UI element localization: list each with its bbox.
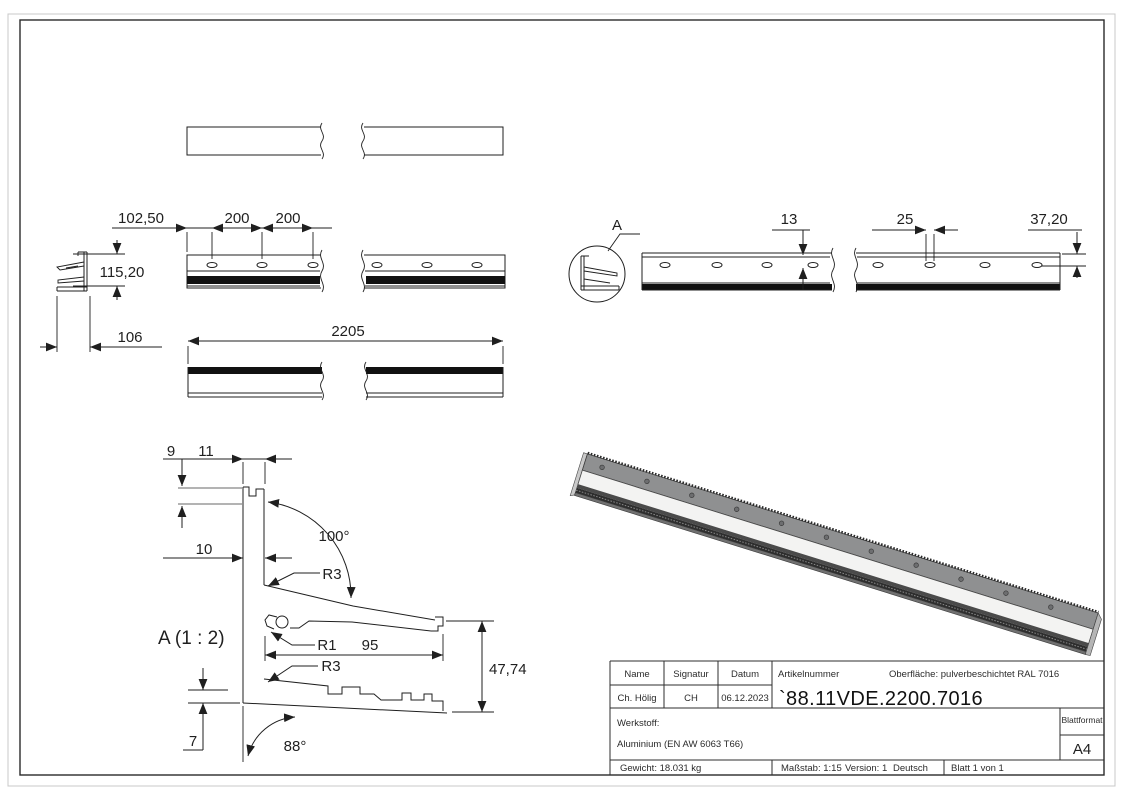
height-dimension: 115,20 (73, 240, 144, 300)
depth-dimension: 106 (40, 296, 162, 352)
front-view-dimensions: 102,50 200 200 (112, 210, 332, 259)
slot-length-dimension: 25 (872, 211, 958, 261)
weight-value: Gewicht: 18.031 kg (620, 763, 701, 774)
drawing-date: 06.12.2023 (721, 693, 769, 704)
dim-slot-length: 25 (897, 211, 914, 228)
detail-circle-label: A (612, 217, 622, 234)
dim-base-thickness: 7 (189, 733, 197, 750)
dim-lip-offset: 9 (167, 443, 175, 460)
surface-finish: Oberfläche: pulverbeschichtet RAL 7016 (889, 669, 1059, 680)
render-3d (569, 451, 1102, 656)
detail-view: 9 11 10 100° R3 A (1 : 2) R1 95 R3 47,74… (158, 443, 527, 762)
dim-radius-upper: R3 (322, 566, 341, 583)
language-value: Deutsch (893, 763, 928, 774)
end-view (56, 251, 88, 292)
title-block: Name Signatur Datum Ch. Hölig CH 06.12.2… (609, 660, 1104, 775)
article-label: Artikelnummer (778, 669, 839, 680)
material-value: Aluminium (EN AW 6063 T66) (617, 739, 743, 750)
bottom-view (187, 361, 504, 401)
dim-angle-base: 88° (284, 738, 307, 755)
slot-edge-dimension: 13 (772, 211, 810, 290)
top-view (186, 122, 504, 160)
version-value: Version: 1 (845, 763, 887, 774)
name-label: Name (624, 669, 649, 680)
slot-view (641, 247, 1061, 293)
article-number: `88.11VDE.2200.7016 (779, 688, 983, 710)
date-label: Datum (731, 669, 759, 680)
dim-pitch-a: 200 (224, 210, 249, 227)
dim-total-length: 2205 (331, 323, 364, 340)
signature-label: Signatur (673, 669, 708, 680)
length-dimension: 2205 (187, 323, 504, 364)
dim-arm-height: 47,74 (489, 661, 527, 678)
sheet-frame (7, 13, 1116, 787)
author-signature: CH (684, 693, 698, 704)
hole-end-dimension: 37,20 (1028, 211, 1086, 278)
dim-slot-edge: 13 (781, 211, 798, 228)
dim-pitch-b: 200 (275, 210, 300, 227)
front-view (186, 249, 506, 293)
author-name: Ch. Hölig (617, 693, 656, 704)
detail-circle: A (568, 217, 640, 303)
dim-wall-top: 11 (198, 443, 214, 460)
scale-value: Maßstab: 1:15 (781, 763, 842, 774)
dim-offset-left: 102,50 (118, 210, 164, 227)
dim-hole-end: 37,20 (1030, 211, 1068, 228)
material-label: Werkstoff: (617, 718, 659, 729)
dim-height: 115,20 (100, 264, 145, 281)
dim-wall-bottom: 10 (196, 541, 213, 558)
dim-arm-length: 95 (362, 637, 379, 654)
dim-radius-lower: R3 (321, 658, 340, 675)
sheet-number: Blatt 1 von 1 (951, 763, 1004, 774)
render-screw-holes (599, 464, 1054, 610)
sheet-format-label: Blattformat (1061, 715, 1103, 725)
dim-radius-mid: R1 (317, 637, 336, 654)
detail-view-label: A (1 : 2) (158, 628, 225, 649)
dim-depth: 106 (117, 329, 142, 346)
sheet-format-value: A4 (1073, 741, 1091, 758)
